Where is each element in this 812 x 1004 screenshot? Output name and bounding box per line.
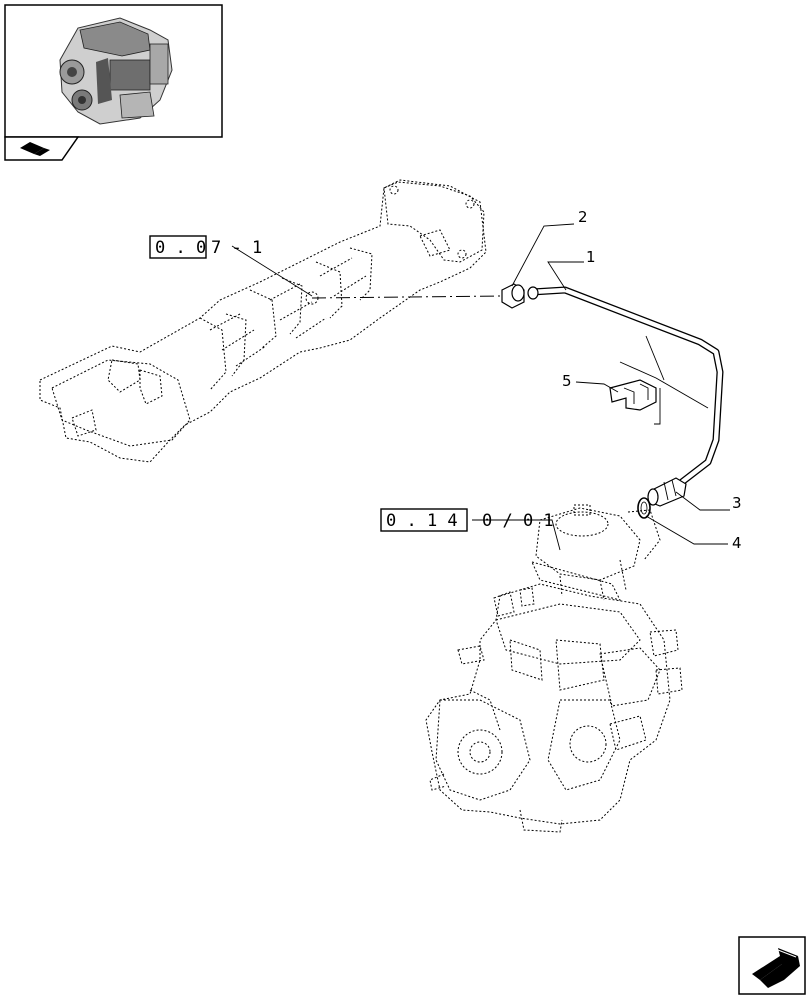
engine-thumbnail[interactable] xyxy=(4,4,223,161)
next-page-arrow-icon xyxy=(752,948,800,988)
reference-pump-suffix: 0 / 0 1 xyxy=(482,511,554,531)
reference-manifold-suffix: 7 - 1 xyxy=(211,238,262,258)
navigation-arrow-icon xyxy=(20,142,50,156)
reference-manifold-prefix: 0 . 0 xyxy=(155,238,206,258)
engine-thumbnail-icon xyxy=(59,17,173,125)
intake-manifold-drawing xyxy=(39,179,487,463)
reference-pump-prefix: 0 . 1 4 xyxy=(386,511,458,531)
callout-3: 3 xyxy=(732,494,742,512)
part-4-o-ring xyxy=(637,497,651,519)
callout-1: 1 xyxy=(586,248,596,266)
part-2-fitting xyxy=(501,283,525,309)
thumbnail-tab[interactable] xyxy=(4,136,80,161)
part-5-clip xyxy=(609,379,657,411)
reference-manifold[interactable]: 0 . 0 7 - 1 xyxy=(149,235,262,259)
callout-5: 5 xyxy=(562,372,572,390)
part-3-connector xyxy=(647,477,687,507)
next-page-button[interactable] xyxy=(738,936,806,995)
part-1-pipe xyxy=(527,286,724,486)
callout-2: 2 xyxy=(578,208,588,226)
reference-pump[interactable]: 0 . 1 4 0 / 0 1 xyxy=(380,508,554,532)
injection-pump-drawing xyxy=(425,504,683,833)
leader-lines xyxy=(231,223,730,551)
callout-4: 4 xyxy=(732,534,742,552)
